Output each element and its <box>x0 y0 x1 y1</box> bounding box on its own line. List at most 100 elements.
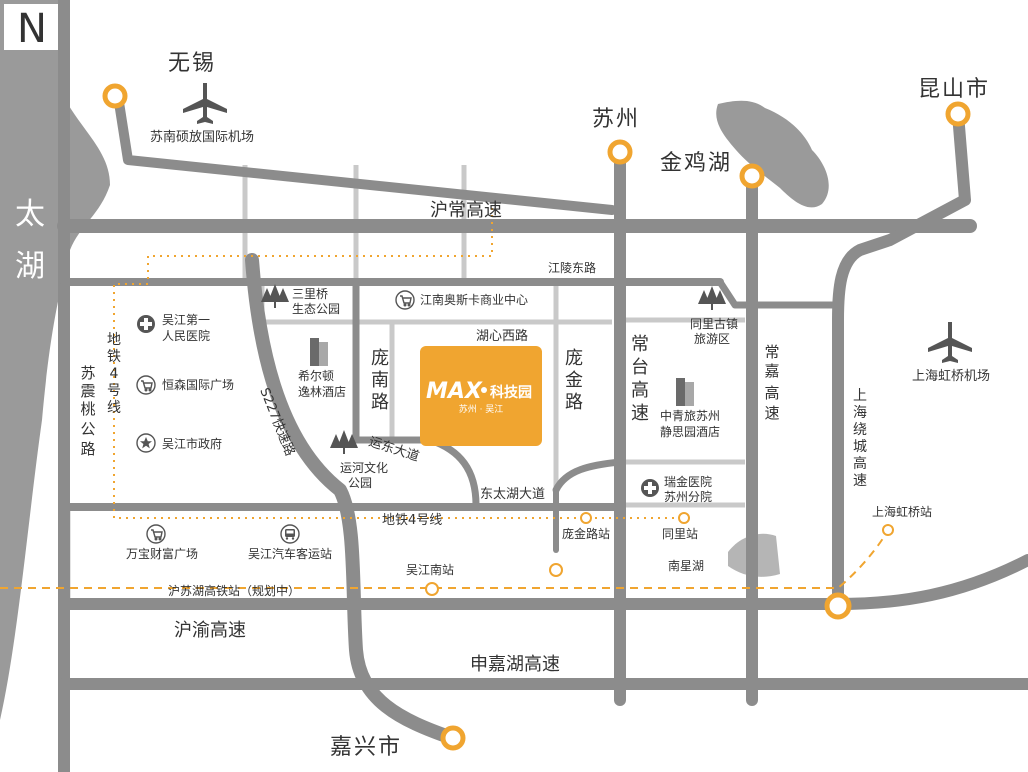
wujiangnan-station-label: 吴江南站 <box>406 562 454 577</box>
nanxinghu-label: 南星湖 <box>668 558 704 573</box>
ansike-label: 江南奥斯卡商业中心 <box>420 292 528 307</box>
huchang-label: 沪常高速 <box>430 200 502 221</box>
jiaxing-marker <box>440 725 466 751</box>
wujiangnan-station-icon <box>425 582 439 596</box>
project-sub: 苏州 · 吴江 <box>459 403 504 415</box>
wanbao-label: 万宝财富广场 <box>126 546 198 561</box>
hospital-cross-icon <box>137 315 155 333</box>
building-icon <box>676 378 694 406</box>
govt-label: 吴江市政府 <box>162 436 222 451</box>
svg-text:地: 地 <box>107 332 121 348</box>
tongli-station-icon <box>678 512 690 524</box>
ruijin-label-2: 苏州分院 <box>664 490 712 504</box>
jiaxing-label: 嘉兴市 <box>330 735 402 760</box>
svg-text:路: 路 <box>565 392 583 413</box>
hongqiao-airport-label: 上海虹桥机场 <box>912 369 990 384</box>
jinjihu-label: 金鸡湖 <box>660 151 732 176</box>
svg-text:常: 常 <box>631 334 649 355</box>
taihu-label-2: 湖 <box>15 249 45 284</box>
wuxi-label: 无锡 <box>168 51 216 76</box>
changjia-label: 常 嘉 高 速 <box>764 343 779 422</box>
taihu-label-1: 太 <box>15 197 45 232</box>
svg-text:金: 金 <box>565 370 583 391</box>
svg-text:铁: 铁 <box>107 349 121 365</box>
pangjinlu-station-icon <box>580 512 592 524</box>
shanghai-ring-label: 上 海 绕 城 高 速 <box>853 388 867 489</box>
pangjin-south-station-icon <box>549 563 563 577</box>
zhongqing-label-1: 中青旅苏州 <box>660 408 720 423</box>
pangjin-label: 庞 金 路 <box>565 348 583 413</box>
hilton-label-2: 逸林酒店 <box>298 385 346 399</box>
svg-text:庞: 庞 <box>565 348 583 369</box>
svg-text:速: 速 <box>631 403 649 424</box>
hongqiao-station-label: 上海虹桥站 <box>872 504 932 519</box>
metro-line-4 <box>113 208 686 519</box>
svg-text:绕: 绕 <box>853 422 867 438</box>
svg-text:速: 速 <box>764 404 779 422</box>
shopping-cart-icon <box>146 524 166 544</box>
svg-text:常: 常 <box>764 343 779 361</box>
project-marker: MAX 科技园 苏州 · 吴江 <box>420 346 542 446</box>
airplane-icon <box>183 83 227 124</box>
bus-icon <box>280 524 300 544</box>
svg-text:线: 线 <box>107 400 121 416</box>
shenjiahu-label: 申嘉湖高速 <box>470 654 560 675</box>
metro-line4-h-label: 地铁4号线 <box>382 513 442 528</box>
tongli-town-label-2: 旅游区 <box>694 332 730 346</box>
svg-text:庞: 庞 <box>371 348 389 369</box>
tree-icon <box>330 430 358 454</box>
project-logo: MAX <box>426 379 483 404</box>
tree-icon <box>261 284 289 308</box>
kunshan-label: 昆山市 <box>918 77 990 102</box>
city-markers <box>102 83 971 751</box>
sanliqiao-label-2: 生态公园 <box>292 302 340 316</box>
svg-text:路: 路 <box>371 392 389 413</box>
changtai-label: 常 台 高 速 <box>631 334 649 424</box>
hilton-label-1: 希尔顿 <box>298 368 334 383</box>
svg-text:嘉: 嘉 <box>764 362 779 380</box>
svg-text:震: 震 <box>80 382 95 400</box>
suzhou-label: 苏州 <box>592 107 640 132</box>
svg-text:桃: 桃 <box>80 400 95 418</box>
wuxi-marker <box>102 83 128 109</box>
tree-icon <box>698 286 726 310</box>
shopping-cart-icon <box>136 375 156 395</box>
hospital-cross-icon <box>641 479 659 497</box>
huyu-label: 沪渝高速 <box>174 620 246 641</box>
svg-text:路: 路 <box>80 440 95 458</box>
bus-station-label: 吴江汽车客运站 <box>248 546 332 561</box>
hst-planned-label: 沪苏湖高铁站（规划中） <box>168 583 300 598</box>
svg-text:苏: 苏 <box>80 364 95 382</box>
compass-box <box>4 4 60 50</box>
sunan-airport-label: 苏南硕放国际机场 <box>150 129 254 145</box>
svg-text:高: 高 <box>631 380 649 401</box>
kunshan-marker <box>945 101 971 127</box>
tongli-station-label: 同里站 <box>662 527 698 541</box>
jinjihu-lake <box>716 100 829 208</box>
star-icon <box>136 433 156 453</box>
compass-label: N <box>17 6 47 52</box>
svg-text:高: 高 <box>853 455 867 472</box>
airplane-icon <box>928 322 972 363</box>
svg-text:城: 城 <box>853 439 867 455</box>
svg-text:速: 速 <box>853 473 867 489</box>
station-markers <box>425 512 894 596</box>
building-icon <box>310 338 328 366</box>
metro-line4-v-label: 地 铁 4 号 线 <box>107 332 121 416</box>
tongli-town-label-1: 同里古镇 <box>690 316 738 331</box>
svg-text:上: 上 <box>853 388 867 404</box>
sanliqiao-label-1: 三里桥 <box>292 287 328 301</box>
svg-text:南: 南 <box>371 370 389 391</box>
svg-text:海: 海 <box>853 405 867 421</box>
jinjihu-marker <box>739 163 765 189</box>
svg-text:高: 高 <box>764 384 779 402</box>
canal-park-label-1: 运河文化 <box>340 460 388 475</box>
zhongqing-label-2: 静思园酒店 <box>660 425 720 439</box>
dongtaihu-label: 东太湖大道 <box>480 487 545 502</box>
project-name: 科技园 <box>490 384 532 401</box>
major-roads <box>57 0 1028 772</box>
hongqiao-station-icon <box>882 524 894 536</box>
jiangling-label: 江陵东路 <box>548 260 596 275</box>
pangnan-label: 庞 南 路 <box>371 348 389 413</box>
